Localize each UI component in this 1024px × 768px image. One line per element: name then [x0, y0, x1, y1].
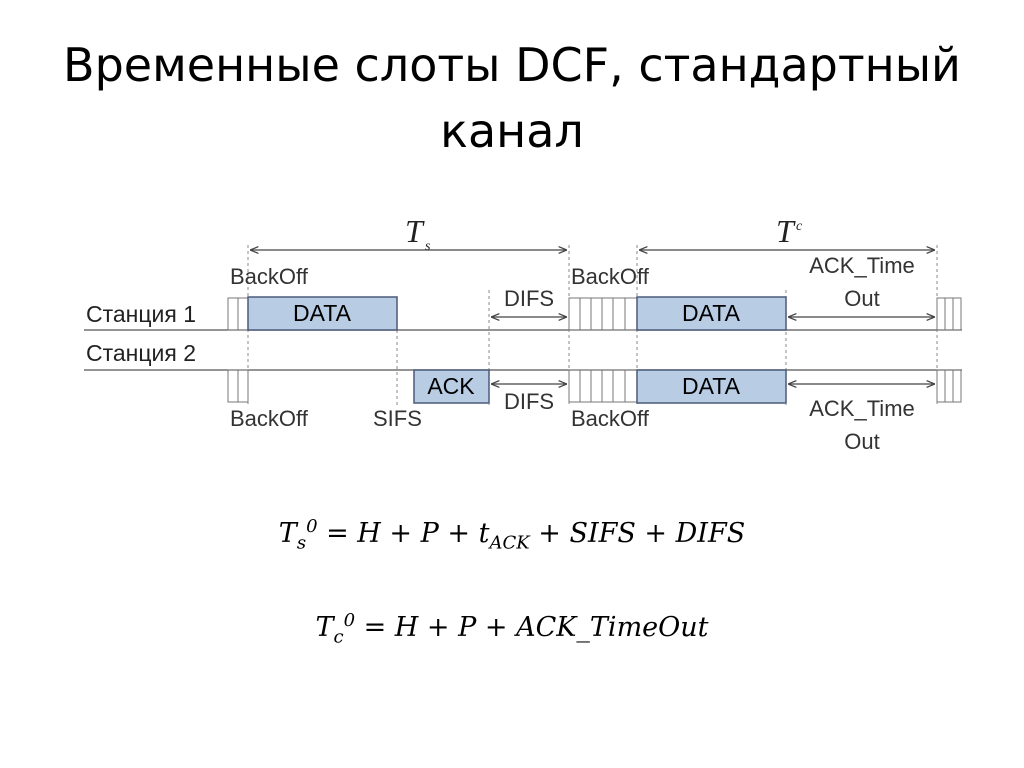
backoff-label-top-2: BackOff: [571, 264, 650, 289]
ack-timeout-bottom-2: Out: [844, 429, 879, 454]
f2-lhs: T: [315, 612, 334, 643]
f1-rhs-a: = H + P + t: [317, 518, 490, 549]
f2-rhs: = H + P + ACK_TimeOut: [355, 612, 709, 643]
ack-timeout-top-2: Out: [844, 286, 879, 311]
station1-label: Станция 1: [86, 301, 196, 327]
s2-ack-box: [413, 369, 490, 404]
backoff-label-bottom-1: BackOff: [230, 406, 309, 431]
formula-tc: Tc0 = H + P + ACK_TimeOut: [0, 610, 1024, 647]
f1-lhs: T: [278, 518, 297, 549]
tc-label: T: [776, 213, 796, 249]
backoff-label-bottom-2: BackOff: [571, 406, 650, 431]
s2-data-box: [636, 369, 787, 404]
formula-ts: Ts0 = H + P + tACK + SIFS + DIFS: [0, 516, 1024, 553]
difs-label-top: DIFS: [504, 286, 554, 311]
s2-ack-label: ACK: [427, 373, 475, 399]
f2-sub: c: [333, 626, 344, 648]
difs-label-bottom: DIFS: [504, 389, 554, 414]
f1-rhs-sub: ACK: [489, 532, 530, 554]
ts-sub: s: [425, 239, 431, 254]
f2-sup: 0: [343, 610, 356, 631]
f1-sup: 0: [306, 516, 318, 537]
station-lines: [84, 329, 962, 371]
sifs-label: SIFS: [373, 406, 422, 431]
f1-sub: s: [296, 532, 307, 554]
frame-boxes: [247, 296, 787, 404]
tc-sub: c: [796, 219, 803, 234]
ack-timeout-top-1: ACK_Time: [809, 253, 915, 278]
backoff-label-top-1: BackOff: [230, 264, 309, 289]
f1-rhs-b: + SIFS + DIFS: [529, 518, 746, 549]
s1-data-label-2: DATA: [682, 300, 741, 326]
s1-data-label-1: DATA: [293, 300, 352, 326]
s1-data-box-2: [636, 296, 787, 331]
s2-data-label: DATA: [682, 373, 741, 399]
ack-timeout-bottom-1: ACK_Time: [809, 396, 915, 421]
interval-arrows: [491, 317, 935, 384]
station2-label: Станция 2: [86, 340, 196, 366]
s1-data-box-1: [247, 296, 398, 331]
ts-label: T: [405, 213, 425, 249]
slide-title: Временные слоты DCF, стандартный канал: [63, 38, 961, 158]
